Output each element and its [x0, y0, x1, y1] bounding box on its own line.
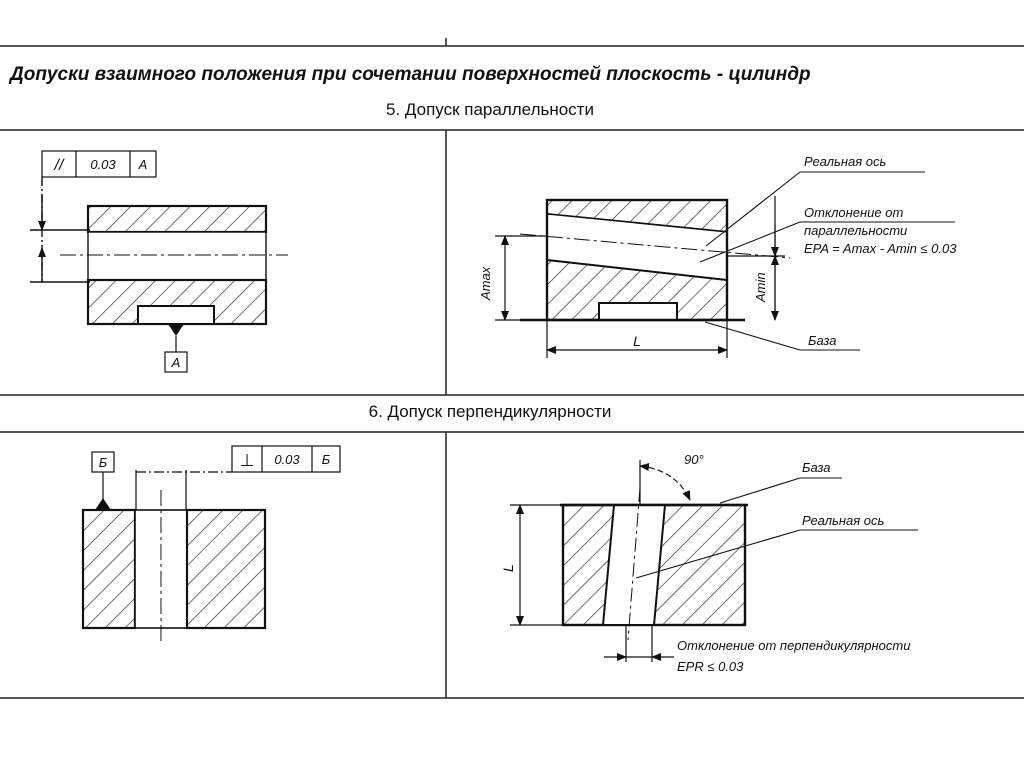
perp-real-axis-label: Реальная ось: [802, 513, 885, 528]
perp-symbol: ⊥: [240, 451, 255, 470]
parallelism-datum: A: [138, 157, 148, 172]
part-upper-wall: [86, 204, 268, 234]
table-grid: [0, 38, 1024, 699]
parallelism-symbol: //: [54, 157, 65, 174]
perp-value: 0.03: [274, 452, 300, 467]
perp-leader: [135, 470, 232, 510]
datum-triangle: [168, 324, 184, 336]
perpendicularity-frame: [231, 445, 341, 473]
callout-leaders: [699, 171, 955, 351]
length-dimension: [546, 320, 728, 358]
perp-callout-leaders: [635, 477, 918, 579]
datum-letter: A: [171, 355, 181, 370]
amax-dimension: [495, 235, 547, 321]
datum-b-letter: Б: [99, 455, 108, 470]
part-bore: [87, 231, 267, 281]
s6-right-drawing: 90° L База Реальная ось Отклонение от пе…: [500, 452, 918, 674]
perp-part-right-wall: [185, 508, 267, 630]
base-label: База: [808, 333, 837, 348]
length-label: L: [633, 333, 641, 349]
parallelism-value: 0.03: [90, 157, 116, 172]
base-notch: [598, 302, 678, 321]
page-title: Допуски взаимного положения при сочетани…: [8, 64, 811, 85]
real-axis-label: Реальная ось: [804, 154, 887, 169]
s5-right-drawing: Amax Amin L Реальная ось Отклонение от п…: [478, 154, 957, 358]
deviation-label-1: Отклонение от: [804, 205, 903, 220]
perp-deviation-formula: EPR ≤ 0.03: [677, 659, 744, 674]
perp-length-dimension: [510, 504, 563, 626]
real-axis-line: [519, 233, 791, 259]
perp-deviation-label: Отклонение от перпендикулярности: [677, 638, 910, 653]
deviation-formula: EPA = Amax - Amin ≤ 0.03: [804, 241, 957, 256]
perp-part-left-wall: [81, 508, 137, 630]
perp-datum: Б: [322, 452, 331, 467]
perp-length-label: L: [500, 564, 516, 572]
s5-left-drawing: // 0.03 A A: [30, 150, 288, 373]
amin-label: Amin: [753, 272, 768, 303]
tolerance-zone-leader: [30, 177, 90, 283]
deviation-label-2: параллельности: [804, 223, 907, 238]
parallelism-frame: [41, 150, 157, 178]
deviation-dimension: [604, 625, 674, 662]
angle-label: 90°: [684, 452, 704, 467]
amax-label: Amax: [478, 266, 493, 301]
datum-b-triangle: [95, 498, 111, 510]
amin-dimension: [727, 196, 785, 321]
s6-left-drawing: Б ⊥ 0.03 Б: [81, 445, 341, 642]
part-base-notch: [137, 305, 215, 325]
datum-box: [164, 351, 188, 373]
section5-heading: 5. Допуск параллельности: [386, 100, 594, 119]
angle-arc: [639, 463, 691, 501]
tilted-axis: [627, 487, 641, 641]
section6-heading: 6. Допуск перпендикулярности: [369, 402, 612, 421]
perp-base-label: База: [802, 460, 831, 475]
